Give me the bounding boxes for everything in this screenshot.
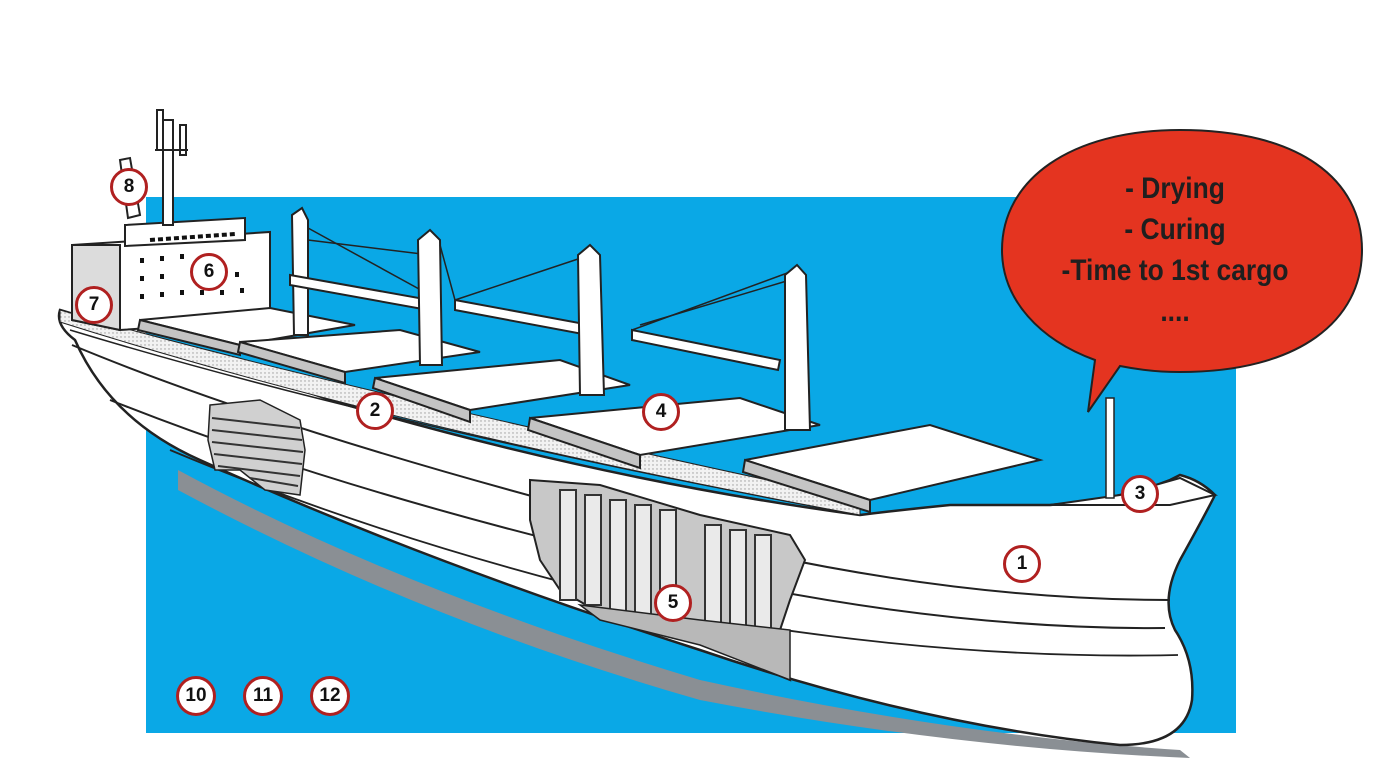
hatch-covers — [136, 306, 1044, 514]
marker-7[interactable]: 7 — [75, 286, 113, 324]
callout-bubble — [1000, 128, 1364, 413]
hold-frames — [559, 489, 772, 656]
side-cutaway-lines — [211, 417, 304, 487]
superstructure-windows — [140, 254, 244, 299]
marker-1[interactable]: 1 — [1003, 545, 1041, 583]
marker-8[interactable]: 8 — [110, 168, 148, 206]
marker-2[interactable]: 2 — [356, 392, 394, 430]
marker-3[interactable]: 3 — [1121, 475, 1159, 513]
marker-5[interactable]: 5 — [654, 584, 692, 622]
bow-pole — [1105, 397, 1115, 499]
callout-line: -Time to 1st cargo — [1061, 254, 1289, 287]
marker-11[interactable]: 11 — [243, 676, 283, 716]
callout-line: - Drying — [1125, 172, 1225, 205]
callout-line: - Curing — [1124, 213, 1226, 246]
marker-10[interactable]: 10 — [176, 676, 216, 716]
callout-line: .... — [1160, 295, 1190, 328]
marker-4[interactable]: 4 — [642, 393, 680, 431]
callout-text: - Drying - Curing -Time to 1st cargo ...… — [1030, 168, 1320, 332]
marker-12[interactable]: 12 — [310, 676, 350, 716]
cranes — [289, 206, 812, 431]
marker-6[interactable]: 6 — [190, 253, 228, 291]
hold-floor — [577, 603, 791, 682]
